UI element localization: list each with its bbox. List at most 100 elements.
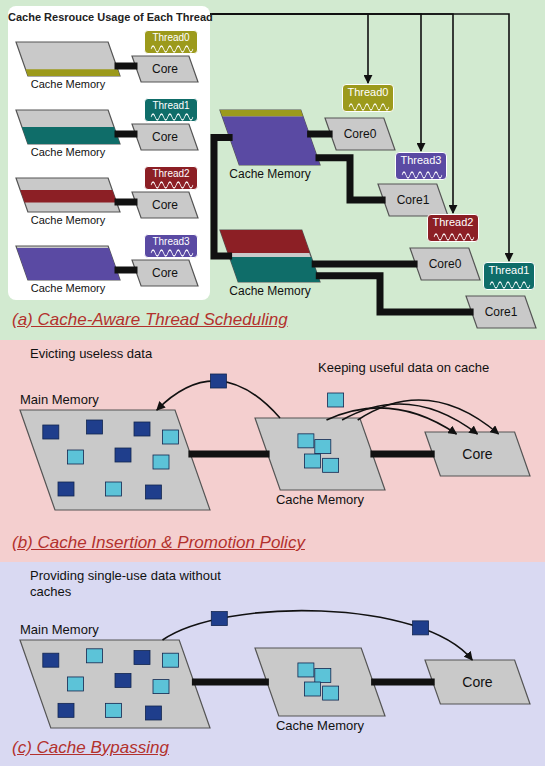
plane-label: Cache Memory [255,718,385,733]
memory-plane: Cache Memory [220,230,320,282]
arrow-line [210,14,509,261]
bus-bar [115,199,138,206]
plane-shape [20,410,210,510]
data-block [145,706,161,720]
connector [371,682,435,683]
memory-plane: Cache Memory [16,110,120,144]
data-block [304,454,320,468]
panel-caption: (b) Cache Insertion & Promotion Policy [12,533,305,553]
thread-box: Thread0 [144,30,198,54]
panel-caption: (c) Cache Bypassing [12,738,169,758]
plane-outline [20,410,210,510]
thread-wave-line [151,114,193,120]
data-block [43,653,59,667]
connector [312,264,418,265]
plane-shape [220,230,320,282]
memory-plane: Cache Memory [16,178,120,212]
memory-plane: Core [132,56,198,82]
connector [210,14,421,151]
connector [192,682,269,683]
plane-outline [16,110,120,144]
plane-label: Core [433,660,523,704]
plane-shape [132,56,198,82]
bus-bar [316,276,474,312]
bus-bar [370,451,434,458]
memory-plane: Cache Memory [16,246,120,280]
data-block [68,677,84,691]
connector [188,454,269,455]
bus-bar [371,679,435,686]
plane-label: Cache Memory [220,284,320,298]
thread-name: Thread0 [343,86,393,98]
cache-usage-band [26,69,121,76]
data-block [298,663,314,677]
moving-data-block [328,393,344,407]
data-block [58,703,74,717]
plane-shape [132,124,198,150]
data-block [58,482,74,496]
plane-shape [132,260,198,286]
bus-bar [316,158,386,200]
plane-label: Core1 [472,296,531,328]
cache-usage-band [22,127,120,144]
thread-wave-line [151,182,193,188]
arrow-line [157,381,280,418]
plane-outline [16,42,120,76]
bus-bar [115,63,138,70]
data-block [145,485,161,499]
plane-shape [425,432,530,476]
data-block [315,668,331,682]
plane-label: Cache Memory [16,146,120,158]
bus-bar [115,267,138,274]
plane-shape [16,178,120,212]
moving-data-block [210,374,226,388]
connector [316,276,474,312]
arrow-line [210,14,421,151]
data-block [153,455,169,469]
arrow-line [210,14,453,213]
thread-box: Thread1 [483,262,535,290]
callout-text: Providing single-use data without caches [30,568,260,599]
bus-bar [312,261,418,268]
memory-plane: Cache Memory [255,418,385,490]
thread-name: Thread2 [145,168,197,179]
cache-usage-band [220,110,303,117]
thread-name: Thread0 [145,32,197,43]
plane-outline [16,178,120,212]
thread-name: Thread1 [484,264,534,276]
cache-usage-band [17,248,120,280]
data-block [115,448,131,462]
plane-label: Core [137,56,194,82]
memory-plane: Core [425,660,530,704]
data-block [153,680,169,694]
arrow-line [210,14,368,83]
memory-plane: Cache Memory [220,110,320,165]
callout-text: Keeping useful data on cache [318,360,489,376]
arrow-line [327,408,457,434]
data-block [304,682,320,696]
memory-plane: Core [132,192,198,218]
data-block [68,450,84,464]
thread-box: Thread2 [144,166,198,190]
memory-plane: Core0 [325,118,395,150]
usage-box: Cache Resrouce Usage of Each ThreadCache… [8,6,210,300]
plane-label: Main Memory [20,622,99,637]
thread-name: Thread2 [428,216,478,228]
plane-outline [16,246,120,280]
data-block [106,703,122,717]
plane-shape [410,248,480,280]
panel-band: (c) Cache Bypassing Main MemoryCache Memo… [0,562,545,766]
memory-plane: Cache Memory [16,42,120,76]
bus-bar [115,131,138,138]
plane-label: Core [137,124,194,150]
thread-wave-line [434,234,474,240]
thread-wave-line [349,104,389,110]
thread-name: Thread1 [145,100,197,111]
plane-label: Core [137,260,194,286]
data-block [163,430,179,444]
data-block [43,425,59,439]
moving-data-block [211,612,227,626]
memory-plane: Core [425,432,530,476]
bus-bar [188,451,269,458]
